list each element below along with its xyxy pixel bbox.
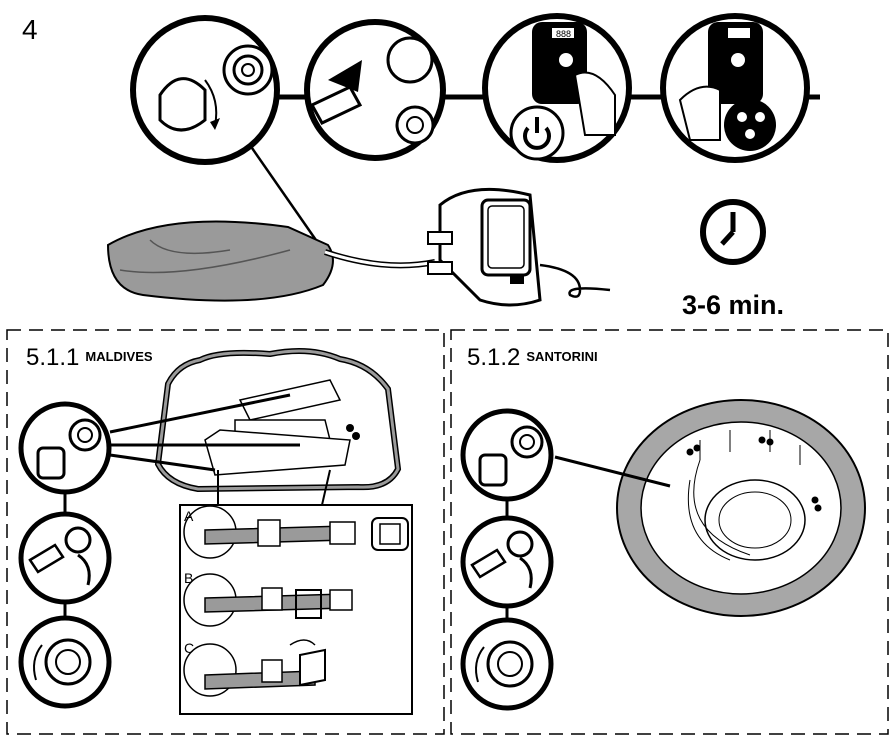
santorini-valve-circle-2	[460, 515, 554, 620]
maldives-valve-circle-3	[18, 615, 112, 709]
section-santorini-number: 5.1.2	[467, 344, 521, 371]
power-cord	[539, 263, 611, 298]
maldives-valve-circle-2	[18, 511, 112, 620]
section-maldives-name: MALDIVES	[85, 349, 153, 364]
strap-label-a: A	[184, 508, 194, 524]
strap-step-c	[183, 639, 326, 697]
hose-adapter-circle	[304, 19, 446, 161]
step4-illustration: 888	[106, 13, 820, 307]
power-icon	[523, 117, 551, 150]
strap-label-b: B	[184, 570, 194, 586]
control-panel-jet-circle	[660, 13, 810, 163]
valve-cap-circle	[130, 15, 280, 165]
strap-label-c: C	[184, 640, 195, 656]
inflation-time: 3-6 min.	[682, 290, 785, 320]
maldives-valve-circle-1	[18, 401, 112, 520]
control-panel-display: 888	[556, 29, 571, 39]
arrow-icon	[328, 60, 362, 92]
control-panel-power-circle: 888	[482, 13, 632, 163]
step-number: 4	[22, 14, 38, 45]
deflated-spa	[106, 220, 334, 302]
three-jet-button-icon	[724, 99, 776, 151]
pump-unit	[427, 187, 542, 307]
strap-step-b	[183, 573, 353, 627]
strap-step-a	[183, 505, 409, 559]
section-santorini-name: SANTORINI	[526, 349, 598, 364]
santorini-valve-circle-3	[460, 617, 554, 711]
section-maldives-title: 5.1.1 MALDIVES	[26, 344, 153, 372]
santorini-illustration	[460, 399, 866, 711]
section-santorini-title: 5.1.2 SANTORINI	[467, 344, 598, 372]
section-maldives-number: 5.1.1	[26, 344, 80, 371]
santorini-valve-circle-1	[460, 408, 554, 518]
clock-icon	[700, 199, 766, 265]
maldives-illustration	[18, 348, 413, 715]
